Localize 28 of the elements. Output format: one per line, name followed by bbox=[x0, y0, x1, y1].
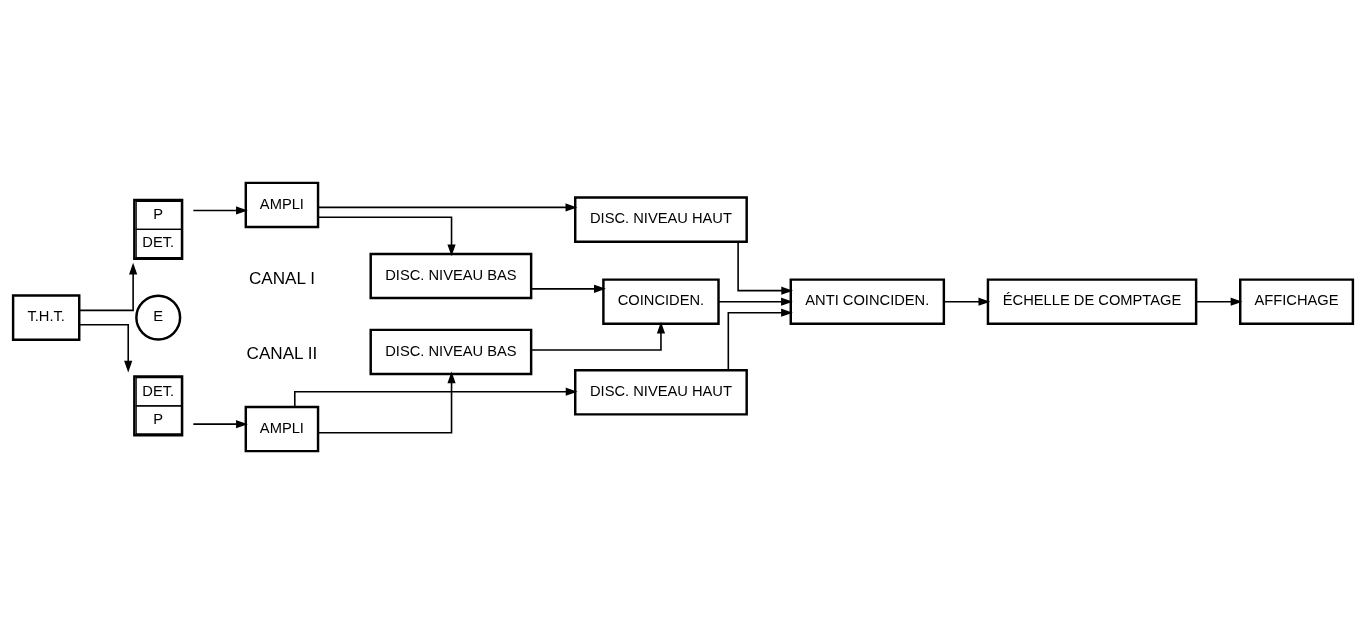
arrow bbox=[1195, 297, 1243, 306]
arrow bbox=[317, 371, 456, 434]
arrow bbox=[943, 297, 991, 306]
arrow bbox=[78, 323, 133, 372]
node-circle: E bbox=[135, 294, 182, 341]
node-box: COINCIDEN. bbox=[602, 277, 720, 325]
label: CANAL I bbox=[248, 267, 315, 288]
arrow bbox=[192, 205, 248, 215]
arrow bbox=[718, 297, 793, 306]
node-box: DISC. NIVEAU HAUT bbox=[574, 195, 748, 243]
node-box: ANTI COINCIDEN. bbox=[789, 277, 946, 325]
arrow bbox=[737, 240, 794, 295]
arrow bbox=[317, 202, 578, 211]
node-box: AMPLI bbox=[244, 405, 320, 452]
node-box: DISC. NIVEAU BAS bbox=[369, 328, 533, 375]
node-box: T.H.T. bbox=[11, 293, 81, 341]
node-box: DISC. NIVEAU HAUT bbox=[574, 368, 748, 416]
arrow bbox=[317, 215, 456, 256]
node-box: AFFICHAGE bbox=[1239, 277, 1355, 325]
arrow bbox=[530, 321, 666, 351]
node-box: ÉCHELLE DE COMPTAGE bbox=[986, 277, 1198, 325]
arrow bbox=[530, 284, 606, 293]
node-box: DISC. NIVEAU BAS bbox=[369, 252, 533, 299]
arrow bbox=[78, 262, 138, 311]
label: CANAL II bbox=[246, 342, 318, 363]
arrow bbox=[727, 308, 793, 371]
arrow bbox=[192, 419, 248, 428]
node-box: AMPLI bbox=[244, 181, 320, 228]
